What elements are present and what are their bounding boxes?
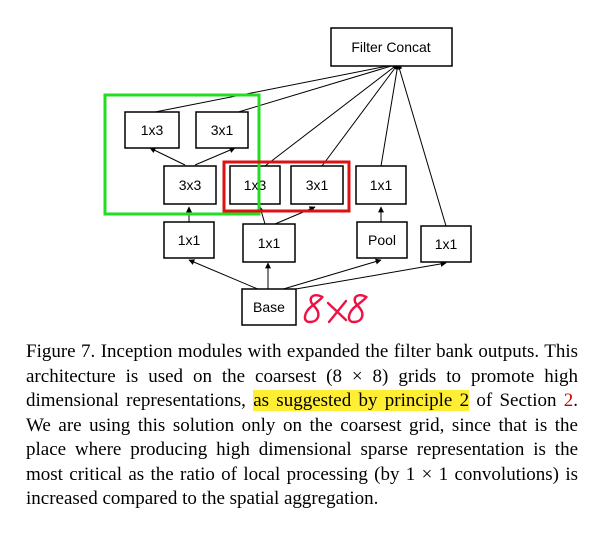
svg-text:1x1: 1x1	[178, 232, 201, 248]
node-base: Base	[241, 288, 297, 326]
section-reference-link[interactable]: 2	[563, 390, 574, 411]
svg-text:1x1: 1x1	[370, 177, 393, 193]
node-filter-concat: Filter Concat	[330, 27, 453, 67]
node-1x1-center: 1x1	[242, 223, 296, 263]
caption-part-1: Figure 7. Inception modules with expande…	[26, 341, 578, 411]
red-highlight-box	[222, 160, 351, 213]
node-1x3-mid: 1x3	[229, 165, 281, 205]
node-pool: Pool	[356, 221, 408, 259]
node-1x1-right: 1x1	[420, 225, 472, 263]
svg-text:3x1: 3x1	[306, 177, 329, 193]
green-highlight-box	[103, 93, 261, 216]
node-3x1-mid: 3x1	[290, 165, 344, 205]
svg-text:1x3: 1x3	[244, 177, 267, 193]
svg-text:Filter Concat: Filter Concat	[351, 39, 430, 55]
caption-part-2: of Section	[469, 390, 564, 411]
inception-diagram: Filter Concat 1x3 3x1 3x3 1x3 3x1 1x1 1x…	[103, 27, 472, 326]
caption-highlight: as suggested by principle 2	[253, 390, 470, 411]
node-1x1-pool-branch: 1x1	[355, 165, 407, 205]
svg-text:Base: Base	[253, 299, 285, 315]
connection-lines	[149, 62, 447, 291]
caption-part-3: . We are using this solution only on the…	[26, 390, 579, 509]
svg-text:3x3: 3x3	[179, 177, 202, 193]
node-1x1-left: 1x1	[163, 221, 215, 259]
node-1x3-top: 1x3	[124, 111, 180, 149]
svg-text:Pool: Pool	[368, 232, 396, 248]
svg-text:3x1: 3x1	[211, 122, 234, 138]
figure-caption: Figure 7. Inception modules with expande…	[26, 340, 578, 512]
svg-text:1x1: 1x1	[258, 235, 281, 251]
svg-text:1x1: 1x1	[435, 236, 458, 252]
node-3x1-top: 3x1	[195, 111, 249, 149]
handwritten-8x8-note	[303, 293, 368, 324]
node-3x3: 3x3	[163, 165, 217, 205]
svg-text:1x3: 1x3	[141, 122, 164, 138]
